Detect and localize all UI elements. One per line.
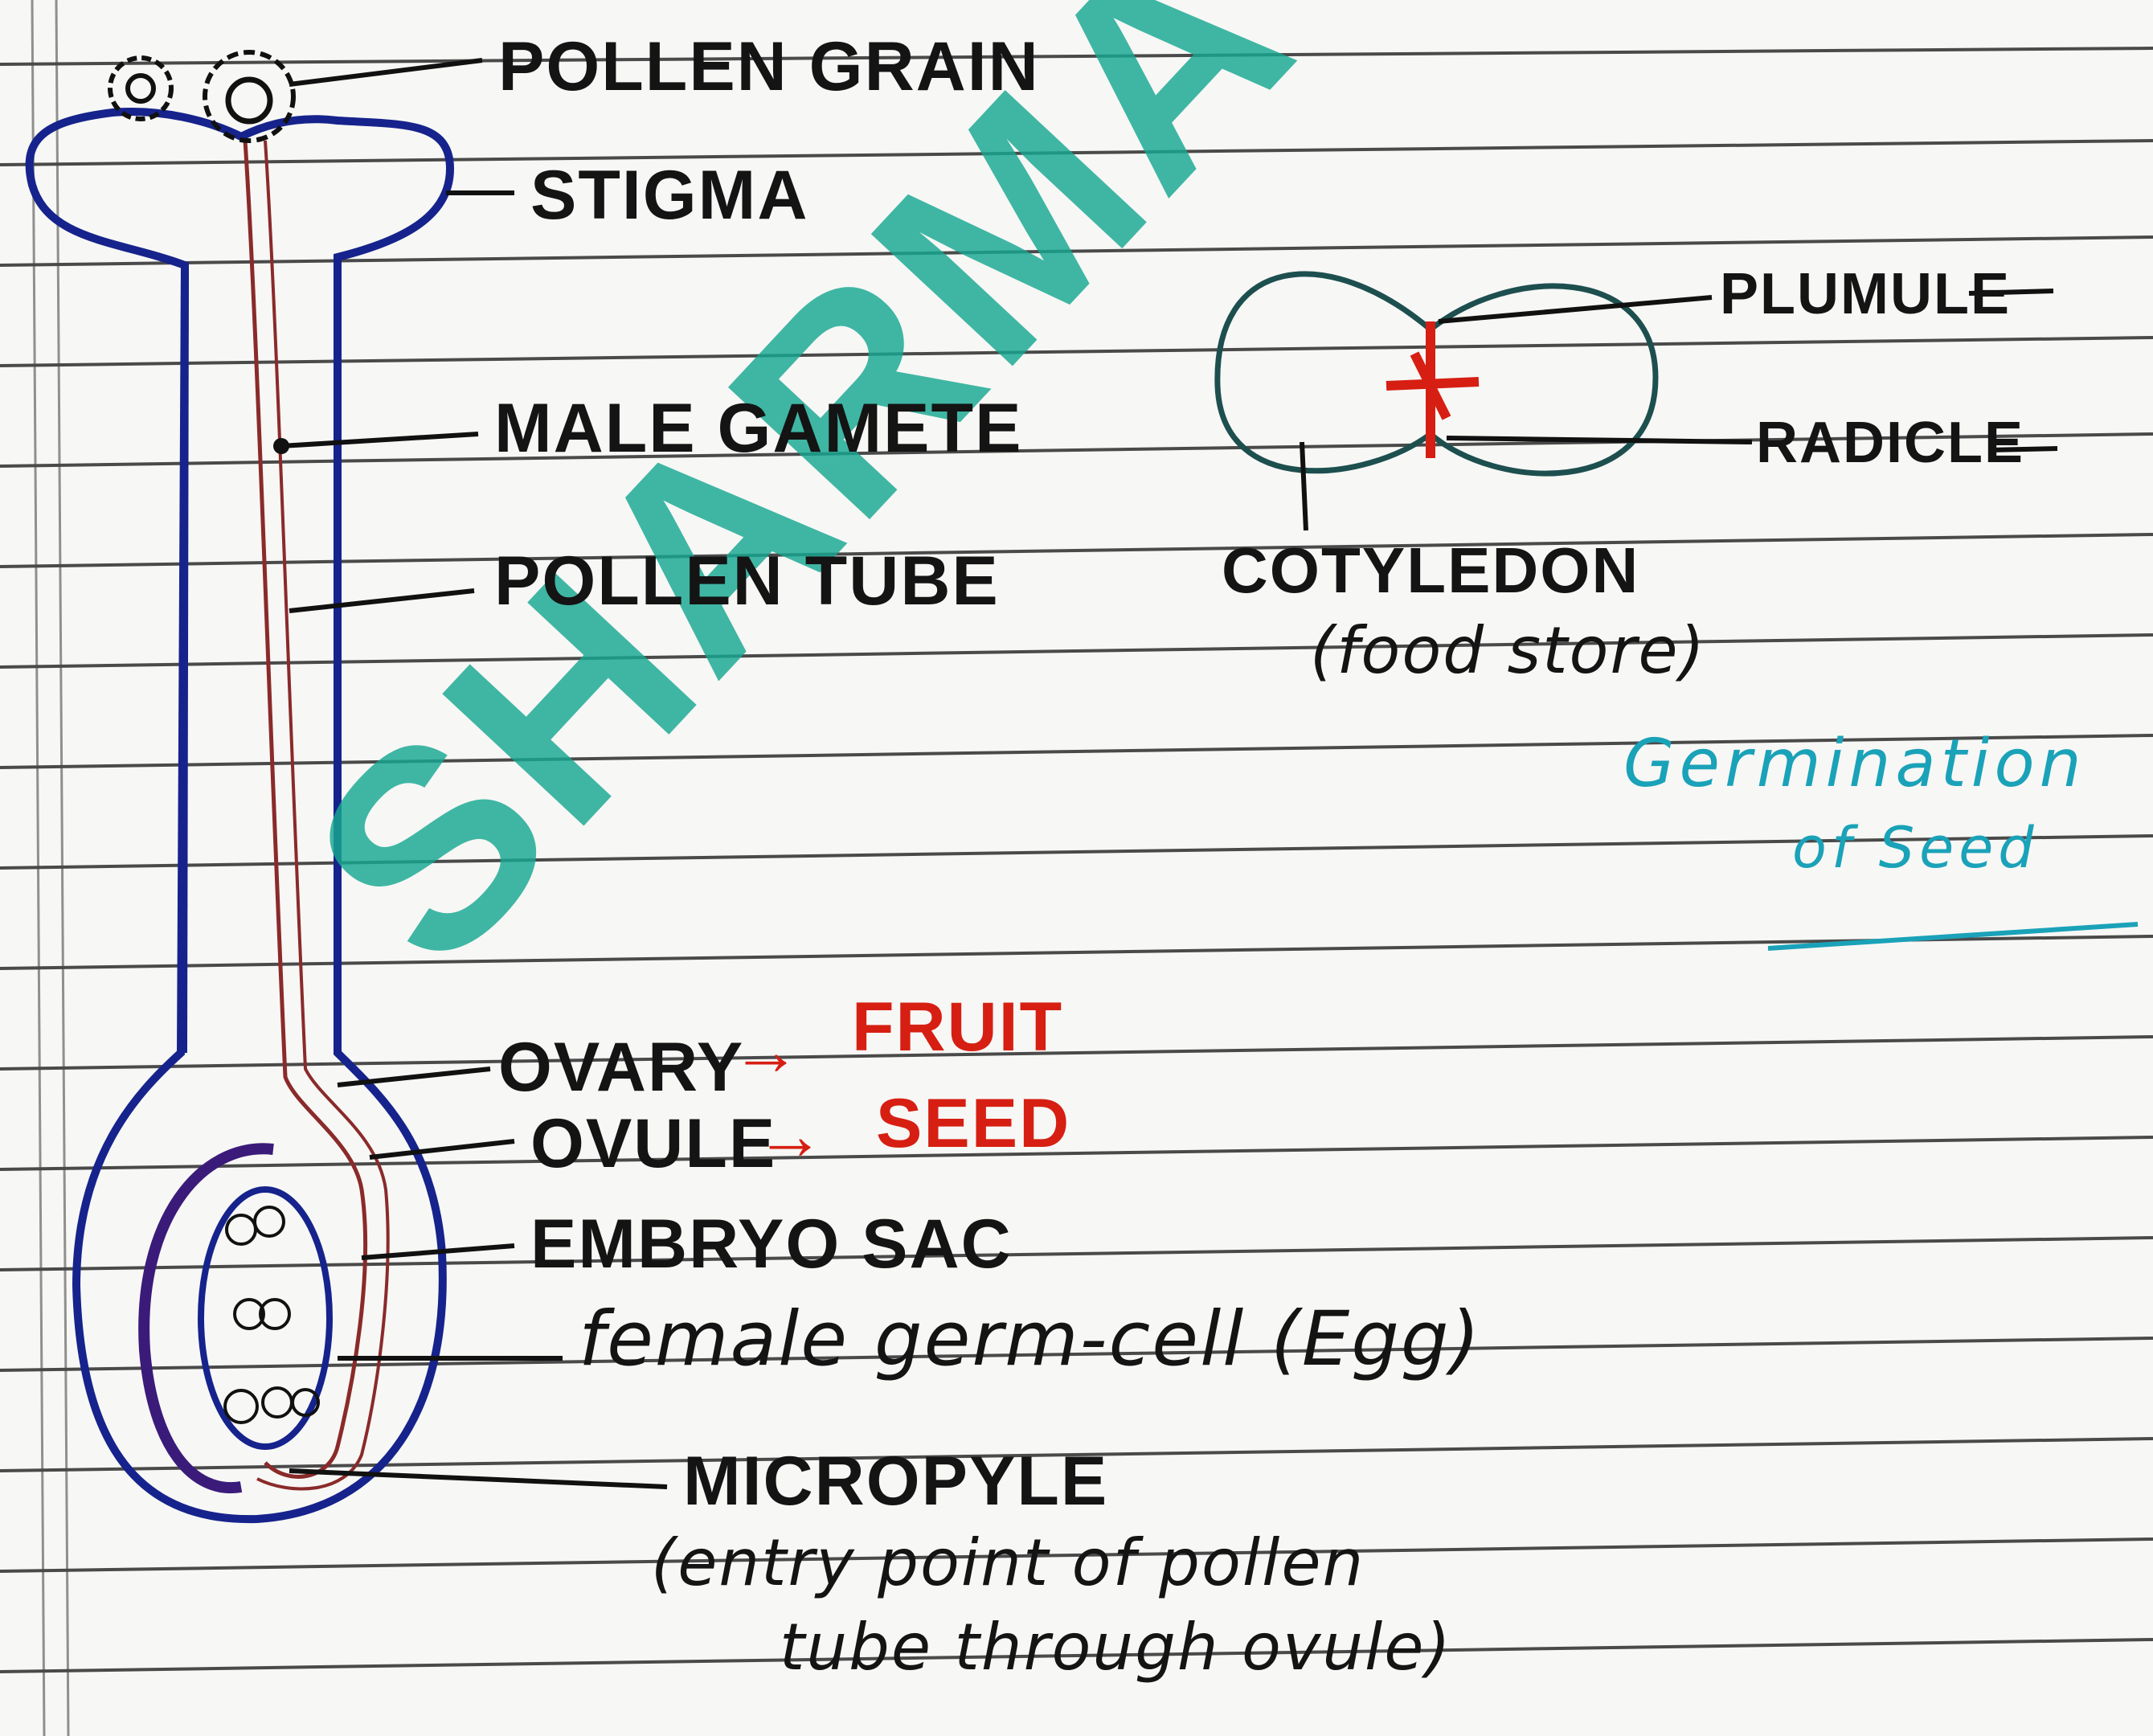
- synergid-1: [227, 1215, 256, 1244]
- style-left-inner: [183, 265, 185, 1053]
- label-embryo-sac: EMBRYO SAC: [530, 1210, 1013, 1279]
- label-micropyle: MICROPYLE: [683, 1447, 1108, 1516]
- label-cotyledon: COTYLEDON: [1222, 538, 1639, 603]
- ovary-arrow: →: [731, 1017, 800, 1086]
- synergid-2: [255, 1207, 284, 1236]
- antipodal-1: [263, 1388, 292, 1417]
- label-seed: SEED: [876, 1089, 1070, 1158]
- ovule-outline: [144, 1148, 273, 1488]
- label-plumule: PLUMULE: [1720, 265, 2011, 323]
- label-fruit: FRUIT: [852, 993, 1063, 1062]
- label-male-gamete: MALE GAMETE: [494, 394, 1022, 463]
- egg-cell: [225, 1390, 257, 1423]
- label-pollen-grain: POLLEN GRAIN: [498, 32, 1040, 101]
- label-micropyle-note-1: (entry point of pollen: [651, 1531, 1365, 1595]
- label-stigma: STIGMA: [530, 161, 808, 230]
- pollen-grain-right: [205, 52, 293, 141]
- ovule-arrow: →: [755, 1101, 825, 1170]
- label-cotyledon-note: (food store): [1310, 619, 1706, 683]
- label-female-germ-cell: female germ-cell (Egg): [579, 1302, 1481, 1378]
- note-germination-2: of Seed: [1792, 820, 2039, 876]
- label-ovary: OVARY: [498, 1033, 744, 1102]
- label-pollen-tube: POLLEN TUBE: [494, 547, 1000, 616]
- label-micropyle-note-2: tube through ovule): [780, 1615, 1452, 1680]
- note-germination-1: Germination: [1623, 731, 2086, 797]
- label-ovule: OVULE: [530, 1109, 776, 1178]
- label-radicle: RADICLE: [1756, 414, 2024, 472]
